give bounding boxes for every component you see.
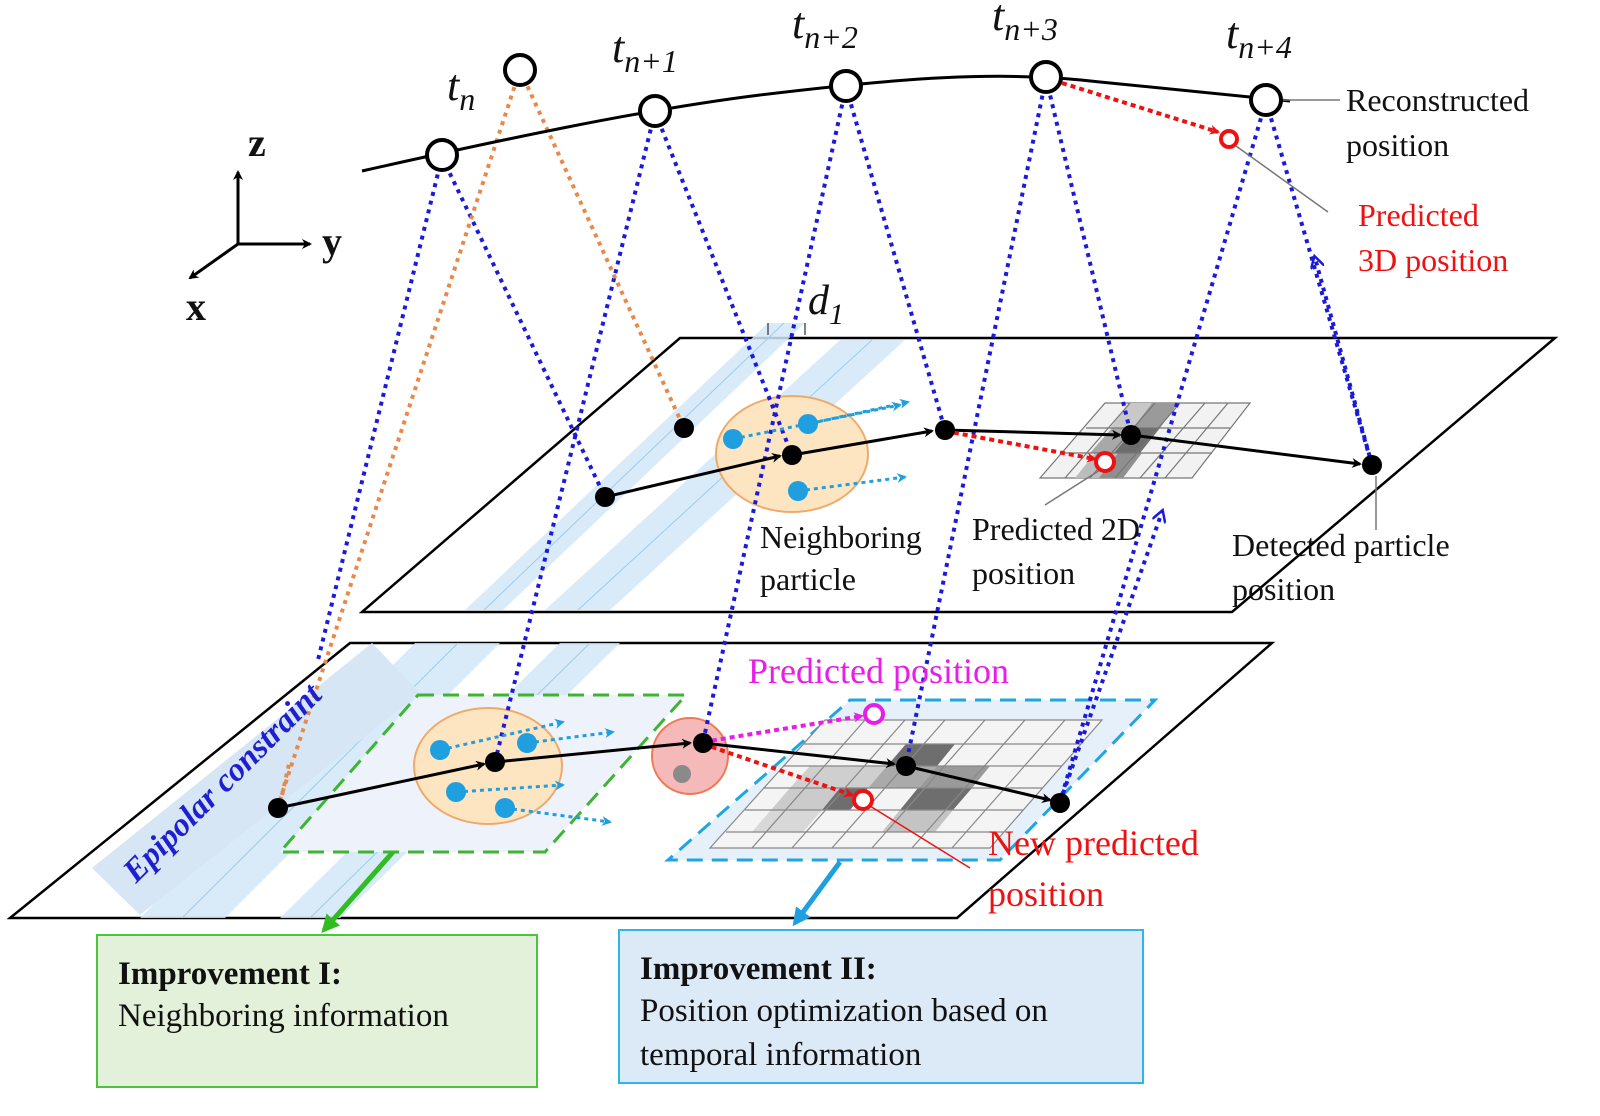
- axis-x-label: x: [186, 284, 206, 329]
- reconstructed-position-label: Reconstructed position: [1346, 82, 1537, 163]
- candidate-region: [651, 717, 729, 795]
- new-predicted-marker: [852, 789, 874, 811]
- time-label-n3: tn+3: [992, 0, 1058, 47]
- improvement-1-text: Neighboring information: [118, 998, 449, 1034]
- lower-neighbor-particles: [430, 733, 537, 818]
- improvement-1-arrow: [321, 850, 395, 933]
- time-label-n2: tn+2: [792, 0, 858, 55]
- new-predicted-label: New predicted position: [988, 823, 1208, 914]
- d1-marker: [767, 323, 806, 335]
- predicted-position-label: Predicted position: [748, 651, 1009, 691]
- axis-z-label: z: [248, 120, 266, 165]
- axis-y-label: y: [322, 219, 342, 264]
- improvement-1-box: Improvement I: Neighboring information: [96, 934, 538, 1088]
- predicted-2d-label: Predicted 2D position: [972, 511, 1148, 591]
- projection-lines: [316, 77, 1374, 803]
- lower-orange-stub: [280, 759, 292, 796]
- time-label-n4: tn+4: [1226, 9, 1292, 65]
- upper-detected-particles: [595, 418, 1382, 507]
- neighboring-particle-label: Neighboring particle: [760, 519, 930, 597]
- predicted-3d-marker: [1219, 129, 1239, 149]
- time-label-n1: tn+1: [612, 23, 678, 79]
- reconstructed-positions: [425, 53, 1283, 172]
- predicted-3d-arrow: [1061, 81, 1220, 135]
- axes-icon: [188, 170, 312, 280]
- predicted-position-marker: [863, 703, 885, 725]
- predicted-3d-label: Predicted 3D position: [1358, 197, 1508, 278]
- lower-track: [277, 738, 1052, 810]
- lower-detected-particles: [268, 733, 1070, 818]
- predicted-2d-arrow: [944, 429, 1097, 463]
- detected-particle-label: Detected particle position: [1232, 527, 1458, 607]
- time-label-n: tn: [447, 61, 475, 117]
- trajectory-3d: [361, 74, 1291, 173]
- time-labels: tn tn+1 tn+2 tn+3 tn+4: [447, 0, 1292, 117]
- new-predicted-leader: [869, 805, 971, 869]
- upper-neighbor-particles: [723, 414, 818, 501]
- improvement-2-arrow: [792, 860, 843, 927]
- lower-grid: [708, 719, 1104, 849]
- improvement-2-text: Position optimization based on temporal …: [640, 993, 1048, 1073]
- upper-track: [604, 427, 1362, 499]
- d1-label: d1: [808, 278, 844, 331]
- leader-lines: [1044, 99, 1377, 530]
- improvement-1-title: Improvement I:: [118, 956, 342, 992]
- epipolar-label-bg: [92, 643, 420, 915]
- upper-neighbor-vectors: [732, 398, 910, 493]
- predicted-2d-marker: [1094, 451, 1116, 473]
- lower-neighbor-vectors: [439, 718, 615, 826]
- improvement-2-box: Improvement II: Position optimization ba…: [618, 929, 1144, 1084]
- improvement-2-title: Improvement II:: [640, 951, 877, 987]
